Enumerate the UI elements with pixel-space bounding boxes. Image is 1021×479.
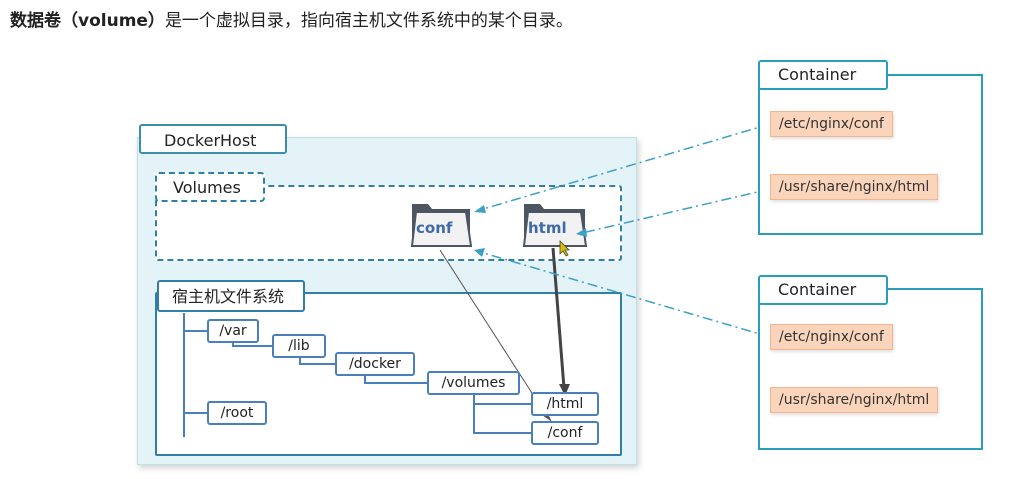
- container-1-mount-html: /usr/share/nginx/html: [770, 174, 939, 200]
- path-docker: /docker: [335, 352, 415, 376]
- docker-host-label: DockerHost: [139, 124, 287, 154]
- container-1-label: Container: [758, 60, 888, 90]
- folder-html-label: html: [528, 219, 567, 237]
- path-html: /html: [531, 392, 599, 416]
- page-heading: 数据卷（volume）是一个虚拟目录，指向宿主机文件系统中的某个目录。: [10, 6, 573, 31]
- container-2-mount-html: /usr/share/nginx/html: [770, 387, 939, 413]
- container-2-label: Container: [758, 275, 888, 305]
- path-var: /var: [207, 319, 259, 343]
- path-root: /root: [207, 401, 267, 425]
- heading-term: 数据卷（volume）: [10, 11, 165, 31]
- path-conf: /conf: [531, 421, 599, 445]
- container-1-panel: [758, 74, 983, 235]
- cursor-icon: [559, 240, 570, 257]
- container-1-mount-conf: /etc/nginx/conf: [770, 111, 893, 137]
- volumes-label: Volumes: [155, 172, 265, 202]
- folder-conf-label: conf: [416, 219, 453, 237]
- host-filesystem-label: 宿主机文件系统: [157, 280, 305, 312]
- path-lib: /lib: [272, 334, 326, 358]
- folder-conf-icon: [410, 204, 473, 247]
- heading-description: 是一个虚拟目录，指向宿主机文件系统中的某个目录。: [164, 11, 573, 31]
- container-2-mount-conf: /etc/nginx/conf: [770, 324, 893, 350]
- folder-html-icon: [522, 204, 588, 247]
- container-2-panel: [758, 288, 983, 450]
- tree-lines: [183, 313, 532, 437]
- path-volumes: /volumes: [427, 371, 520, 395]
